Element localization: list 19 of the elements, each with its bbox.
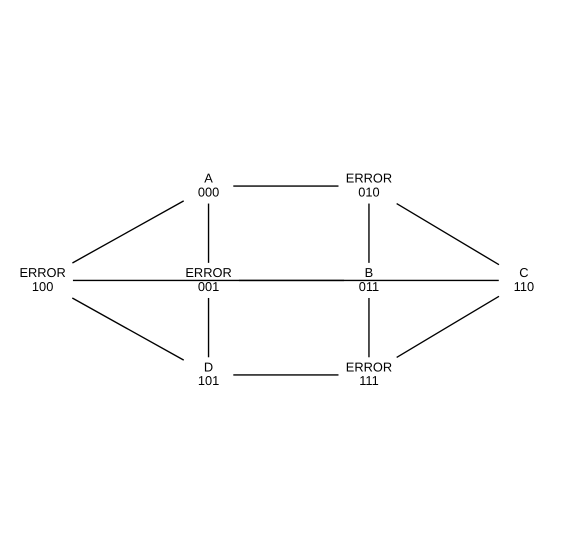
connector [396,295,500,358]
connector [72,296,184,360]
connector [208,297,210,357]
connector [72,200,184,264]
node-text: D 101 [198,358,220,388]
connector [233,374,338,376]
node-text: B 011 [358,264,380,294]
node-text: ERROR 100 [19,264,66,294]
connector [368,203,370,262]
node-text: ERROR 010 [346,170,392,199]
connector [208,203,210,262]
connector [396,202,500,265]
node-text: ERROR 001 [185,264,232,294]
node-text: C 110 [514,264,534,294]
node-text: ERROR 111 [346,358,392,388]
connector [368,297,370,357]
connector [72,279,499,281]
node-text: A 000 [198,170,220,199]
connector [233,184,338,186]
